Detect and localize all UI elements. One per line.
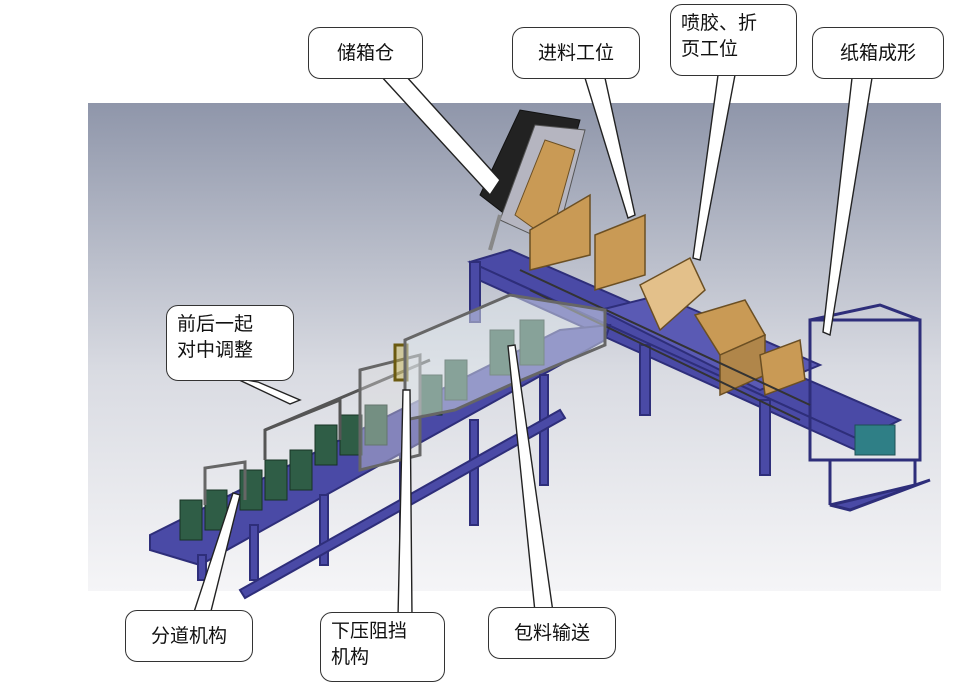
callout-wrap-conveyor: 包料输送 (488, 607, 616, 659)
callout-carton-forming: 纸箱成形 (812, 27, 944, 79)
callout-gluing-folding-station: 喷胶、折 页工位 (670, 4, 797, 76)
centering-frame (263, 358, 431, 460)
callout-lane-divider: 分道机构 (125, 610, 253, 662)
motor (854, 424, 896, 456)
callout-press-stop: 下压阻挡 机构 (320, 612, 445, 682)
cartons (529, 193, 806, 397)
callout-storage: 储箱仓 (308, 27, 423, 79)
wrap-conveyor-frame (403, 293, 607, 422)
lane-divider-frame (203, 460, 247, 505)
storage-magazine (479, 109, 586, 251)
callout-feeding-station: 进料工位 (512, 27, 640, 79)
callout-centering-adjust: 前后一起 对中调整 (166, 305, 294, 381)
